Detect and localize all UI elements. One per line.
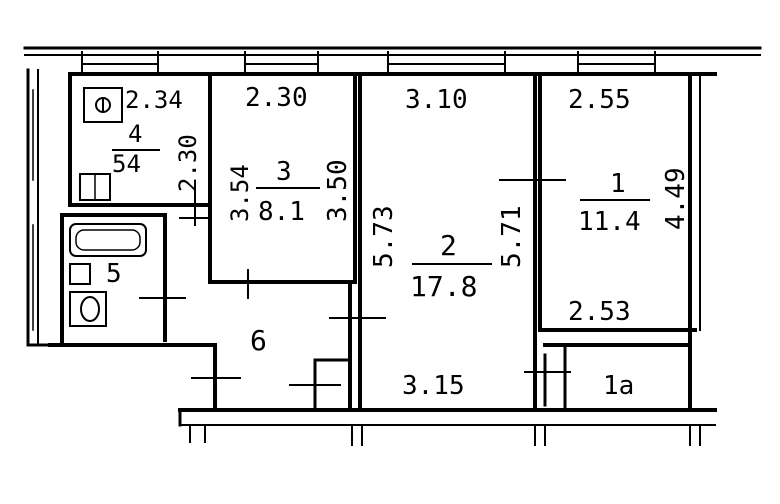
room-3-area-label: 8.1 xyxy=(258,197,305,227)
room-3-walls xyxy=(208,72,357,284)
room-1a-number-label: 1a xyxy=(603,371,634,401)
room-2-bottom-width-label: 3.15 xyxy=(402,371,465,401)
room-2-area-label: 17.8 xyxy=(410,270,477,303)
room-2-width-label: 3.10 xyxy=(405,85,468,115)
hallway-6-walls xyxy=(191,280,352,412)
left-exterior-wall xyxy=(26,68,52,347)
stove-icon xyxy=(83,87,123,123)
room-2-number-label: 2 xyxy=(440,229,457,262)
room-5-walls xyxy=(48,213,217,347)
door-marks xyxy=(139,179,571,407)
room-1-depth-label: 4.49 xyxy=(661,167,691,230)
room-3-left-depth-label: 3.54 xyxy=(226,164,254,222)
room-3-number-label: 3 xyxy=(276,157,292,187)
bottom-exterior-wall xyxy=(178,408,717,446)
room-3-right-depth-label: 3.50 xyxy=(323,159,353,222)
window-top-3 xyxy=(244,51,319,75)
room-1-area-label: 11.4 xyxy=(578,207,641,237)
room-2-right-depth-label: 5.71 xyxy=(497,205,527,268)
room-2-walls xyxy=(358,72,537,412)
sink-icon xyxy=(79,173,111,201)
toilet-icon xyxy=(69,291,107,327)
room-5-number-label: 5 xyxy=(106,259,122,289)
room-4-width-label: 2.34 xyxy=(125,86,183,114)
room-1a-walls xyxy=(543,343,692,412)
room-1-bottom-width-label: 2.53 xyxy=(568,297,631,327)
window-top-2 xyxy=(387,51,506,75)
washbasin-icon xyxy=(69,263,91,285)
room-1-width-label: 2.55 xyxy=(568,85,631,115)
bathtub-icon xyxy=(69,223,147,257)
top-exterior-wall xyxy=(23,46,762,76)
window-top-4 xyxy=(81,51,159,75)
room-4-area-label: 54 xyxy=(112,150,141,178)
room-3-width-label: 2.30 xyxy=(245,83,308,113)
room-4-number-label: 4 xyxy=(128,120,142,148)
room-2-left-depth-label: 5.73 xyxy=(369,205,399,268)
room-1-number-label: 1 xyxy=(610,169,626,199)
room-4-depth-label: 2.30 xyxy=(174,134,202,192)
room-6-number-label: 6 xyxy=(250,324,267,357)
room-1-walls xyxy=(538,72,701,412)
window-top-1 xyxy=(577,51,656,75)
